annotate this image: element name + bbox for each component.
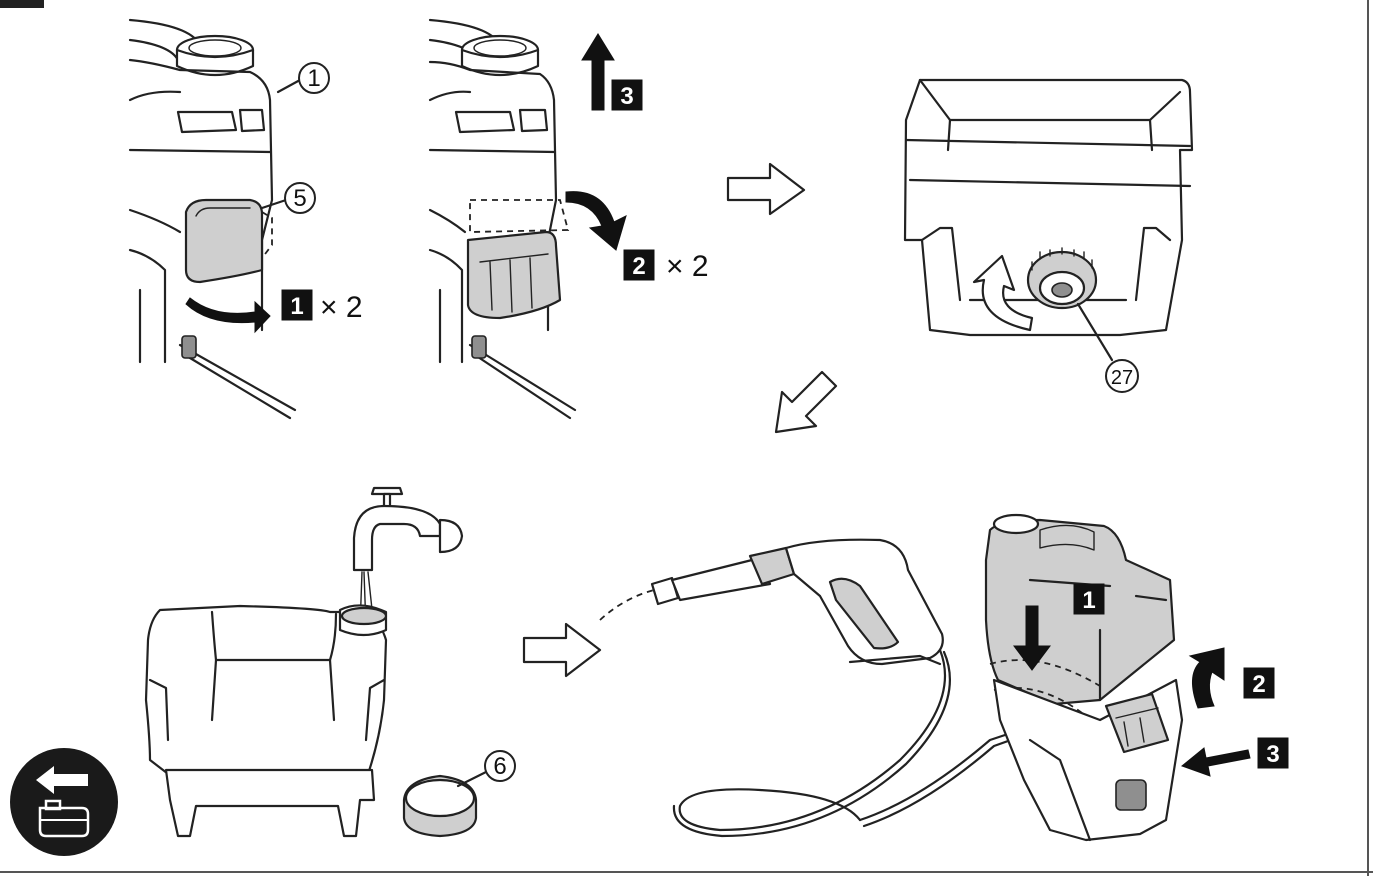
step-box-6-3-label: 3 (1266, 741, 1279, 768)
step-box-3 (611, 79, 643, 111)
step-2-times: × 2 (666, 250, 709, 283)
panel-4-fill-tank: 6 (144, 486, 516, 838)
step-1-times: × 2 (320, 291, 363, 324)
callout-1-label: 1 (307, 65, 320, 92)
callout-27-label: 27 (1111, 367, 1133, 389)
step-box-6-1 (1073, 583, 1105, 615)
step-box-1 (281, 289, 313, 321)
step-box-6-2 (1243, 667, 1275, 699)
step-box-2-label: 2 (632, 253, 645, 280)
top-left-tab (0, 0, 44, 8)
step-box-1-label: 1 (290, 293, 303, 320)
step-box-6-3 (1257, 737, 1289, 769)
step-box-2 (623, 249, 655, 281)
flow-arrow-down-left (774, 370, 838, 434)
callout-27 (1105, 359, 1139, 393)
panel-3-remove-plug: 27 (903, 78, 1194, 393)
panel-6-reattach-tank: 1 2 3 (984, 513, 1289, 842)
callout-1 (298, 62, 330, 94)
panel-1-remove-cover: 1 5 1 × 2 (128, 18, 363, 420)
panel-5-spray-gun (599, 538, 1024, 838)
flow-arrow-right-1 (726, 162, 806, 216)
flow-arrow-right-2 (522, 622, 602, 678)
callout-6-label: 6 (493, 753, 506, 780)
callout-6 (484, 750, 516, 782)
callout-5-label: 5 (293, 185, 306, 212)
panel-2-open-cover: 3 2 × 2 (428, 18, 709, 420)
step-box-3-label: 3 (620, 83, 633, 110)
step-box-6-1-label: 1 (1082, 587, 1095, 614)
callout-5 (284, 182, 316, 214)
step-box-6-2-label: 2 (1252, 671, 1265, 698)
back-arrow-battery-icon[interactable] (10, 748, 118, 856)
